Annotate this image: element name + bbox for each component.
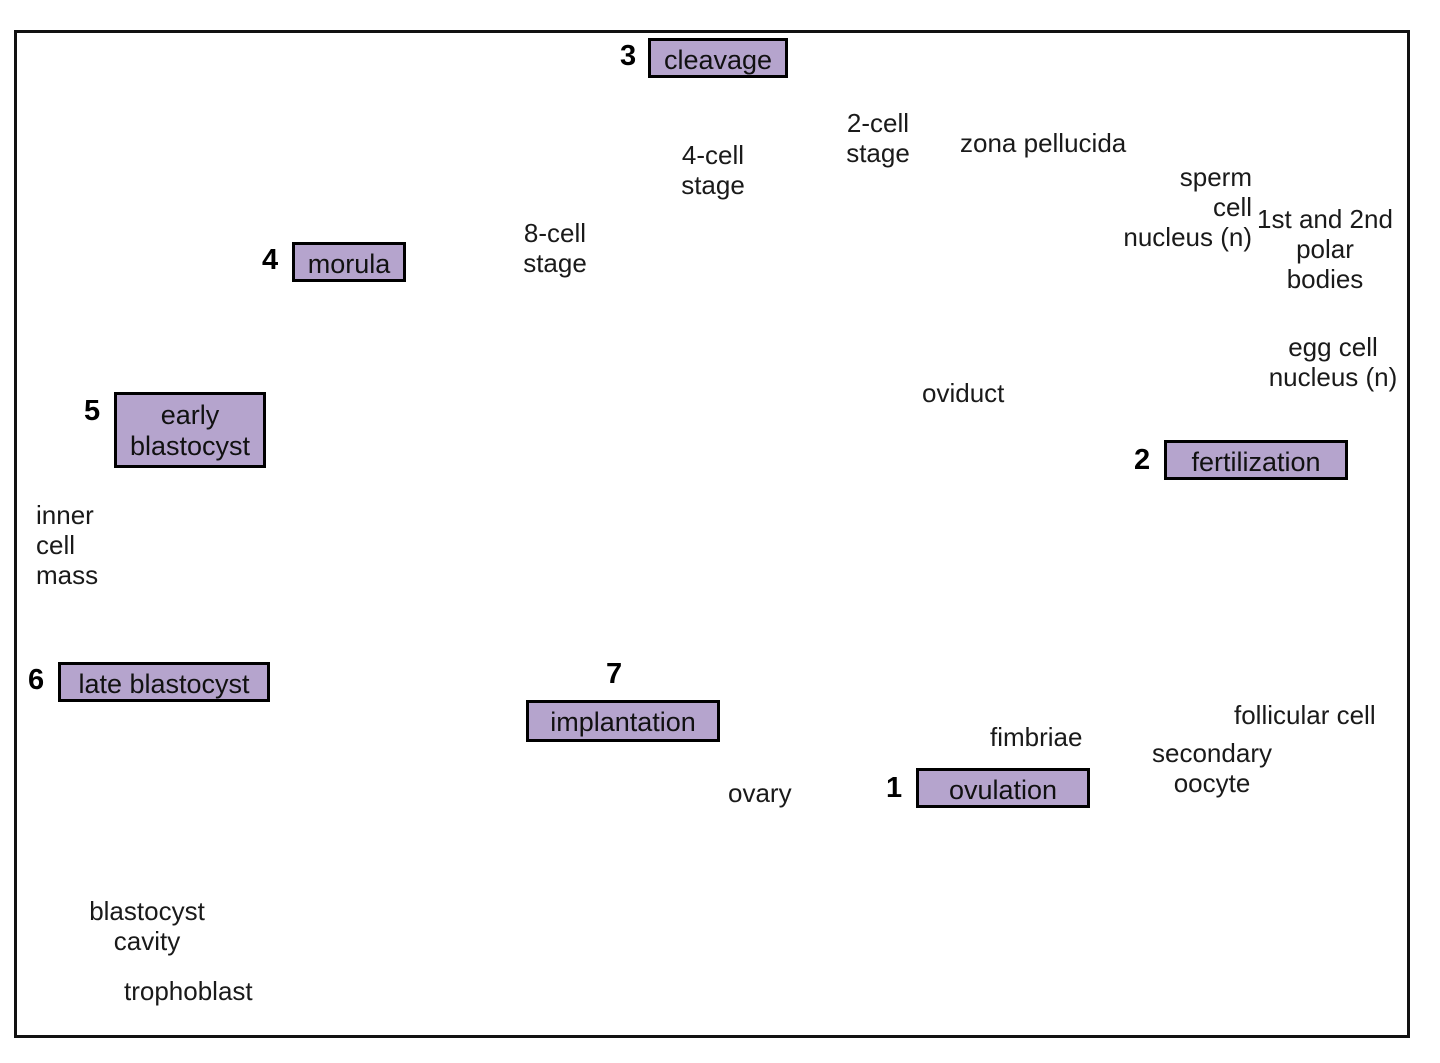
figure-border [14,30,1410,1038]
label-oviduct: oviduct [922,378,1005,408]
label-inner-cell-mass: inner cell mass [36,500,99,590]
label-ovary: ovary [728,778,792,808]
step-number-4: 4 [262,244,279,276]
label-cleavage: cleavage [648,38,788,78]
label-secondary-oocyte: secondary oocyte [1152,738,1272,798]
label-morula: morula [292,242,406,282]
label-fimbriae: fimbriae [990,722,1083,752]
label-egg-cell-nucleus: egg cell nucleus (n) [1268,332,1398,392]
step-number-5: 5 [84,395,101,427]
label-sperm-cell-nucleus: sperm cell nucleus (n) [1123,162,1252,252]
label-fertilization: fertilization [1164,440,1348,480]
step-number-2: 2 [1134,444,1151,476]
label-2-cell-stage: 2-cell stage [846,108,910,168]
label-late-blastocyst: late blastocyst [58,662,270,702]
label-4-cell-stage: 4-cell stage [681,140,745,200]
label-early-blastocyst: early blastocyst [114,392,266,468]
label-polar-bodies: 1st and 2nd polar bodies [1257,204,1393,294]
label-ovulation: ovulation [916,768,1090,808]
step-number-7: 7 [606,658,623,690]
step-number-1: 1 [886,772,903,804]
label-blastocyst-cavity: blastocyst cavity [89,896,205,956]
label-zona-pellucida: zona pellucida [960,128,1127,158]
label-follicular-cell: follicular cell [1234,700,1376,730]
label-implantation: implantation [526,700,720,742]
step-number-3: 3 [620,40,637,72]
label-trophoblast: trophoblast [124,976,253,1006]
label-8-cell-stage: 8-cell stage [523,218,587,278]
step-number-6: 6 [28,664,45,696]
